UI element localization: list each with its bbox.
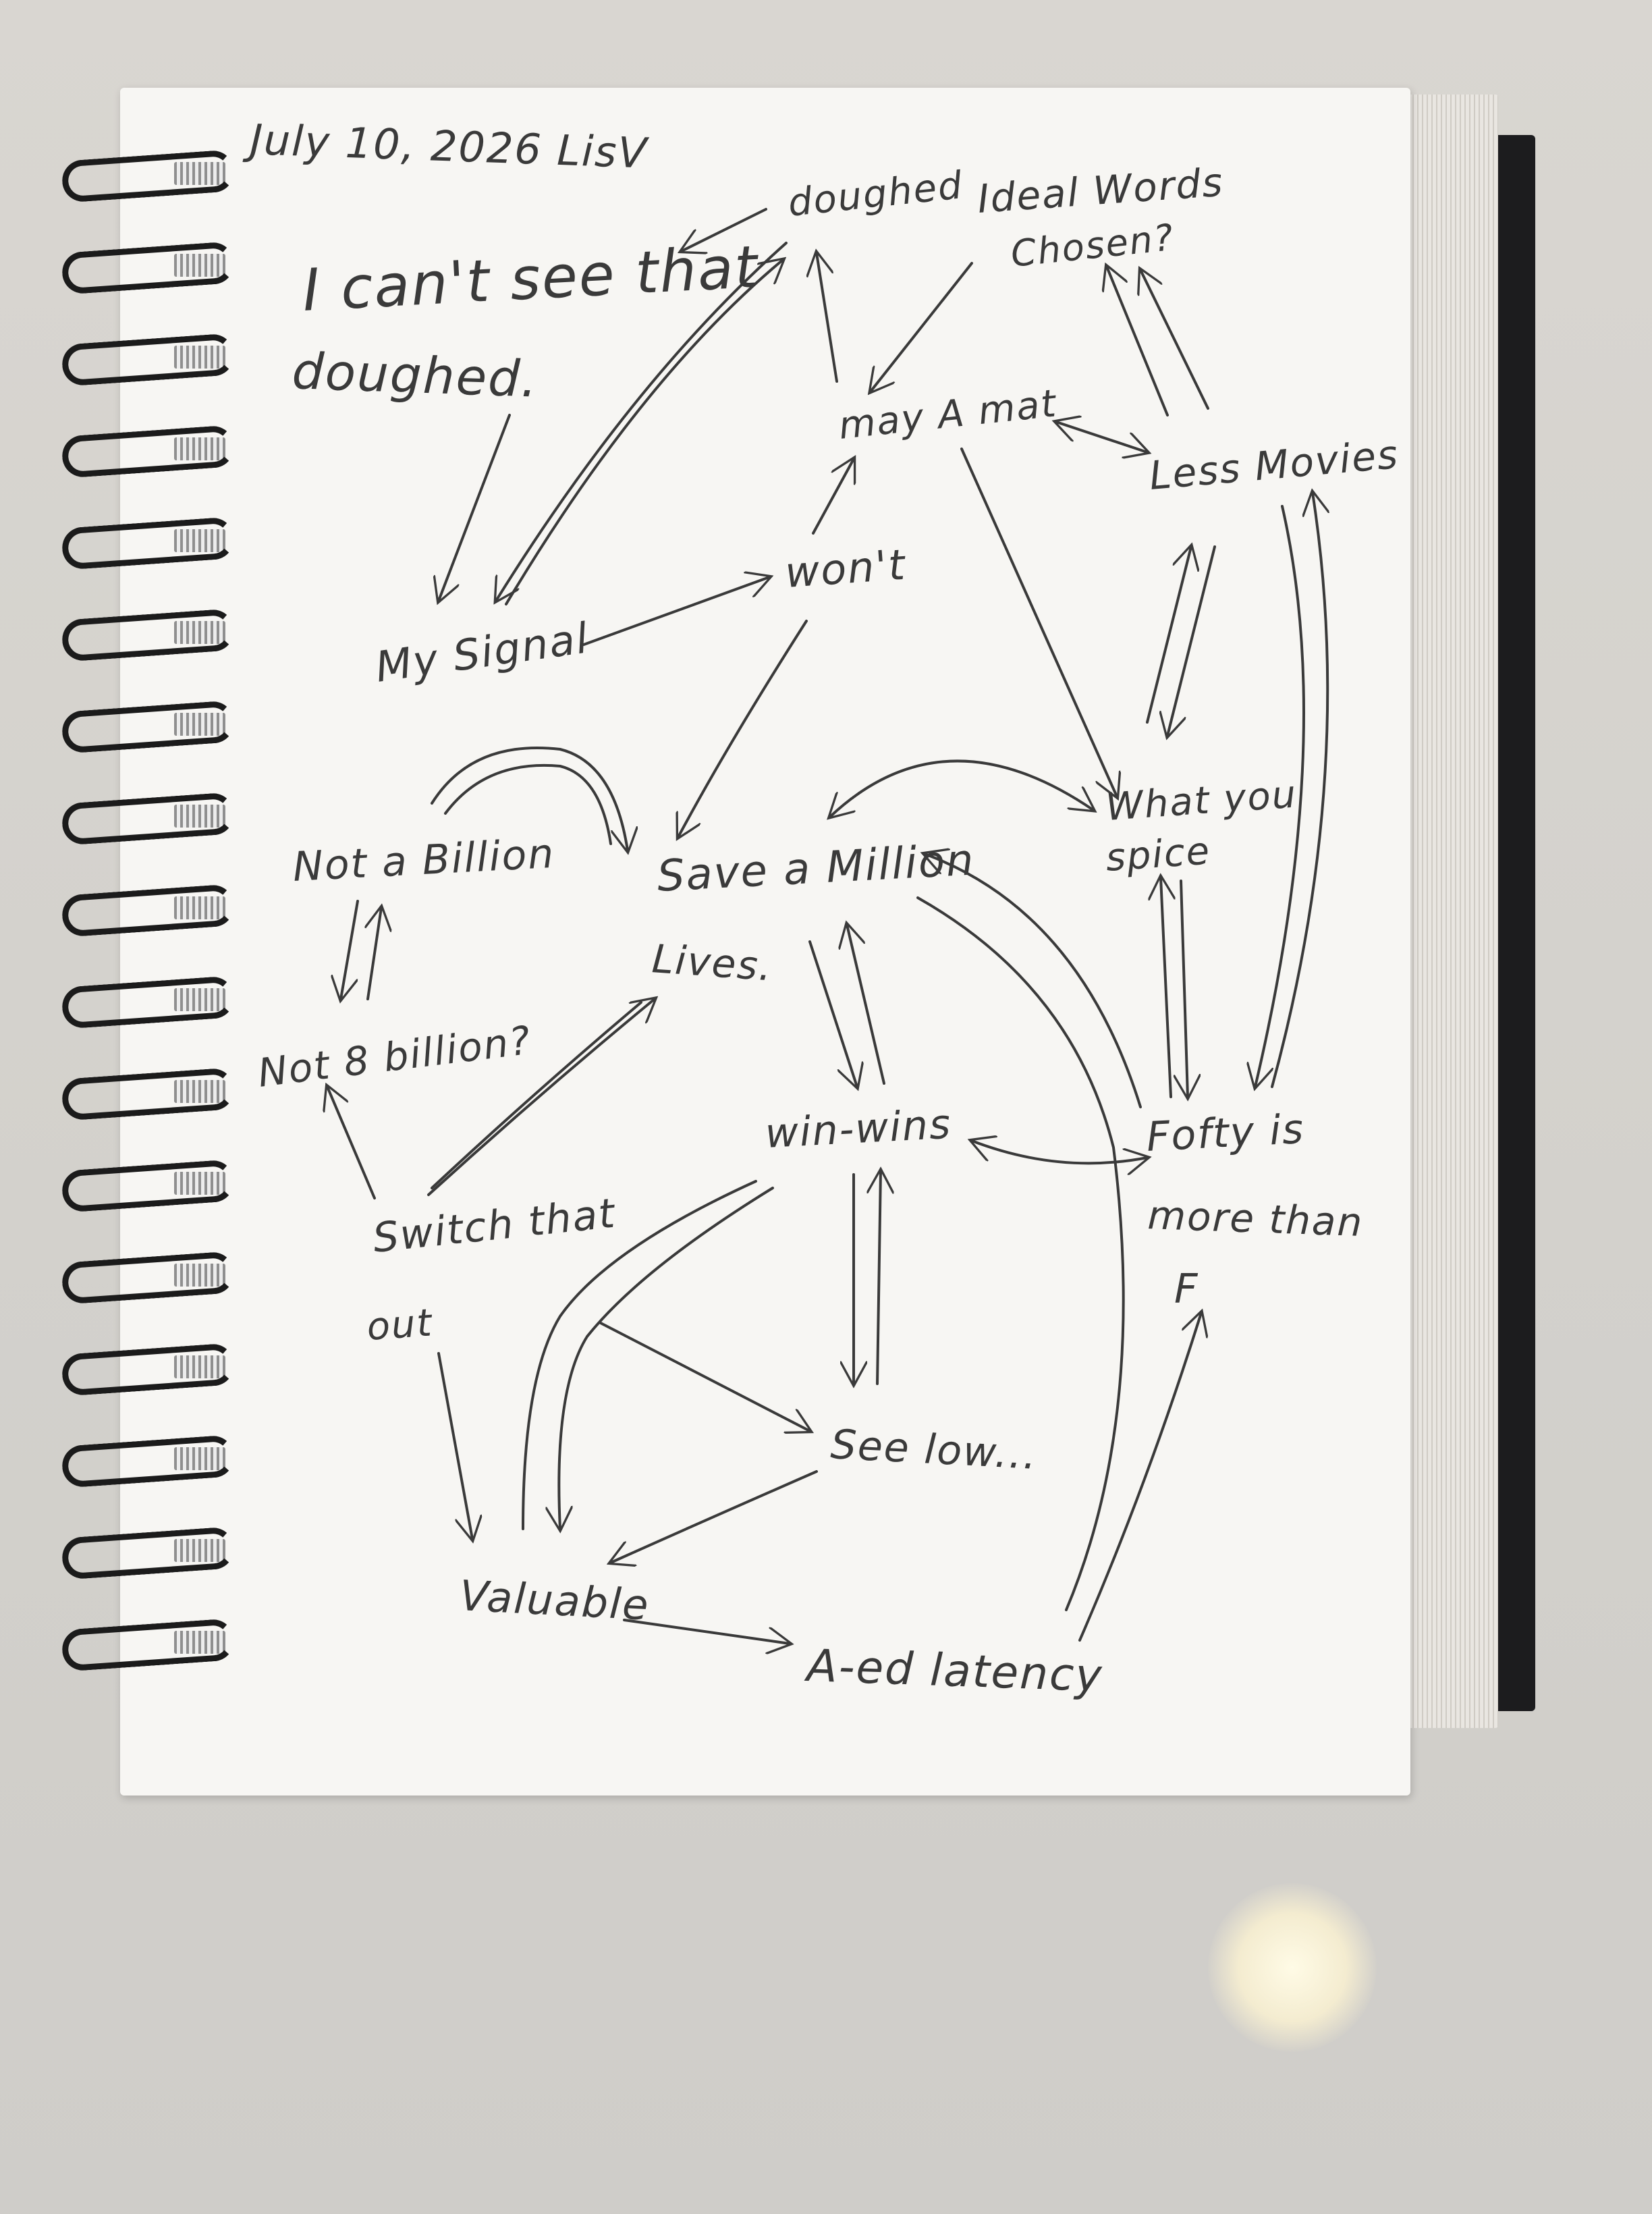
arrow-fofty-to-save-million	[925, 854, 1142, 1108]
arrow-switch-to-save-million	[427, 999, 655, 1196]
binding-hole	[174, 529, 225, 552]
arrow-what-spice-to-fofty-1	[1161, 878, 1171, 1098]
node-see-low: See low...	[829, 1421, 1039, 1479]
binding-hole	[174, 896, 225, 919]
binding-hole	[174, 805, 225, 828]
arrow-valuable-to-a-ed-latency	[623, 1619, 790, 1644]
arrow-less-movies-to-ideal-2	[1140, 270, 1209, 410]
arrow-fofty-to-less-movies	[1271, 493, 1327, 1088]
node-a-ed-latency: A-ed latency	[803, 1640, 1103, 1702]
binding-hole	[174, 1447, 225, 1470]
node-switch-line-2: out	[365, 1301, 434, 1349]
node-fofty-line-1: Fofty is	[1145, 1106, 1306, 1161]
arrow-doughed-to-my-signal-2	[505, 260, 783, 605]
arrow-less-movies-to-ideal-1	[1107, 267, 1169, 416]
arrow-may-mat-less-movies	[1056, 422, 1147, 452]
arrow-wont-to-may-a-mat	[812, 459, 854, 535]
arrow-doughed-to-my-signal-1	[496, 242, 788, 601]
node-wont: won't	[783, 540, 908, 597]
arrow-less-movies-to-fofty	[1255, 505, 1305, 1087]
notebook-page	[120, 88, 1410, 1796]
arrow-less-movies-what-spice-1	[1146, 547, 1191, 724]
node-what-you-spice-line-1: What you	[1104, 772, 1298, 830]
node-not-a-billion: Not a Billion	[292, 830, 556, 891]
arrow-doughed-to-note	[682, 208, 767, 251]
arrow-ideal-to-may-a-mat	[871, 262, 973, 392]
arrow-switch-to-valuable	[437, 1352, 472, 1539]
arrow-win-wins-to-valuable-2	[559, 1187, 774, 1529]
light-glare	[1208, 1883, 1377, 2052]
arrow-switch-to-not-8	[327, 1087, 376, 1199]
arrow-may-a-mat-to-what-you-spice	[960, 448, 1117, 796]
arrow-not-billion-to-save-million-2	[444, 763, 612, 845]
arrow-win-wins-fofty	[972, 1141, 1147, 1163]
arrow-win-wins-to-valuable-1	[522, 1180, 757, 1530]
arrow-switch-to-see-low	[599, 1322, 810, 1431]
node-fofty-line-3: F	[1174, 1266, 1199, 1313]
arrow-save-million-what-spice-top	[830, 759, 1093, 817]
date-header: July 10, 2026 LisV	[242, 115, 650, 178]
binding-hole	[174, 1355, 225, 1378]
binding-hole	[174, 1539, 225, 1562]
binding-hole	[174, 713, 225, 736]
arrow-not-8-to-not-billion	[368, 908, 381, 1000]
node-ideal-words-line-1: Ideal Words	[976, 159, 1225, 222]
node-valuable: Valuable	[458, 1571, 651, 1630]
binding-hole	[174, 437, 225, 460]
node-what-you-spice-line-2: spice	[1104, 829, 1212, 880]
binding-hole	[174, 1080, 225, 1103]
connector-arrows	[327, 208, 1327, 1644]
arrow-save-million-to-win-wins	[808, 940, 857, 1087]
diagram-labels: July 10, 2026 LisV I can't see that doug…	[242, 115, 1400, 1702]
arrow-what-spice-to-fofty-2	[1181, 880, 1188, 1097]
node-switch-line-1: Switch that	[370, 1189, 618, 1262]
node-save-a-million-line-1: Save a Million	[656, 835, 976, 902]
node-not-8-billion: Not 8 billion?	[255, 1017, 534, 1096]
arrow-a-ed-latency-to-save-million	[916, 896, 1125, 1611]
node-fofty-line-2: more than	[1147, 1192, 1365, 1245]
node-doughed: doughed	[786, 163, 966, 225]
binding-hole	[174, 346, 225, 369]
node-my-signal: My Signal	[373, 613, 592, 692]
arrow-win-wins-to-save-million	[847, 925, 885, 1085]
node-win-wins: win-wins	[764, 1101, 953, 1158]
node-save-a-million-line-2: Lives.	[651, 936, 774, 990]
arrow-my-signal-to-wont	[582, 577, 769, 646]
arrow-less-movies-what-spice-2	[1167, 545, 1216, 736]
arrow-see-low-to-valuable	[611, 1470, 818, 1563]
binding-hole	[174, 162, 225, 185]
note-line-2: doughed.	[291, 342, 539, 409]
arrow-win-wins-to-see-low-2	[877, 1171, 881, 1385]
binding-hole	[174, 1264, 225, 1287]
binding-hole	[174, 988, 225, 1011]
node-less-movies: Less Movies	[1147, 431, 1400, 499]
note-line-1: I can't see that	[301, 234, 761, 325]
binding-hole	[174, 621, 225, 644]
binding-hole	[174, 254, 225, 277]
arrow-may-a-mat-to-doughed	[817, 253, 838, 383]
arrow-not-billion-to-save-million-1	[431, 746, 628, 850]
arrow-note-to-my-signal	[439, 414, 511, 601]
arrow-save-million-to-switch	[431, 1001, 642, 1189]
arrow-wont-to-save-million	[678, 620, 808, 837]
node-ideal-words-line-2: Chosen?	[1009, 216, 1176, 275]
arrow-a-ed-latency-to-fofty	[1078, 1313, 1201, 1642]
binding-hole	[174, 1172, 225, 1195]
binding-hole	[174, 1631, 225, 1654]
arrow-not-billion-to-not-8	[341, 900, 359, 999]
